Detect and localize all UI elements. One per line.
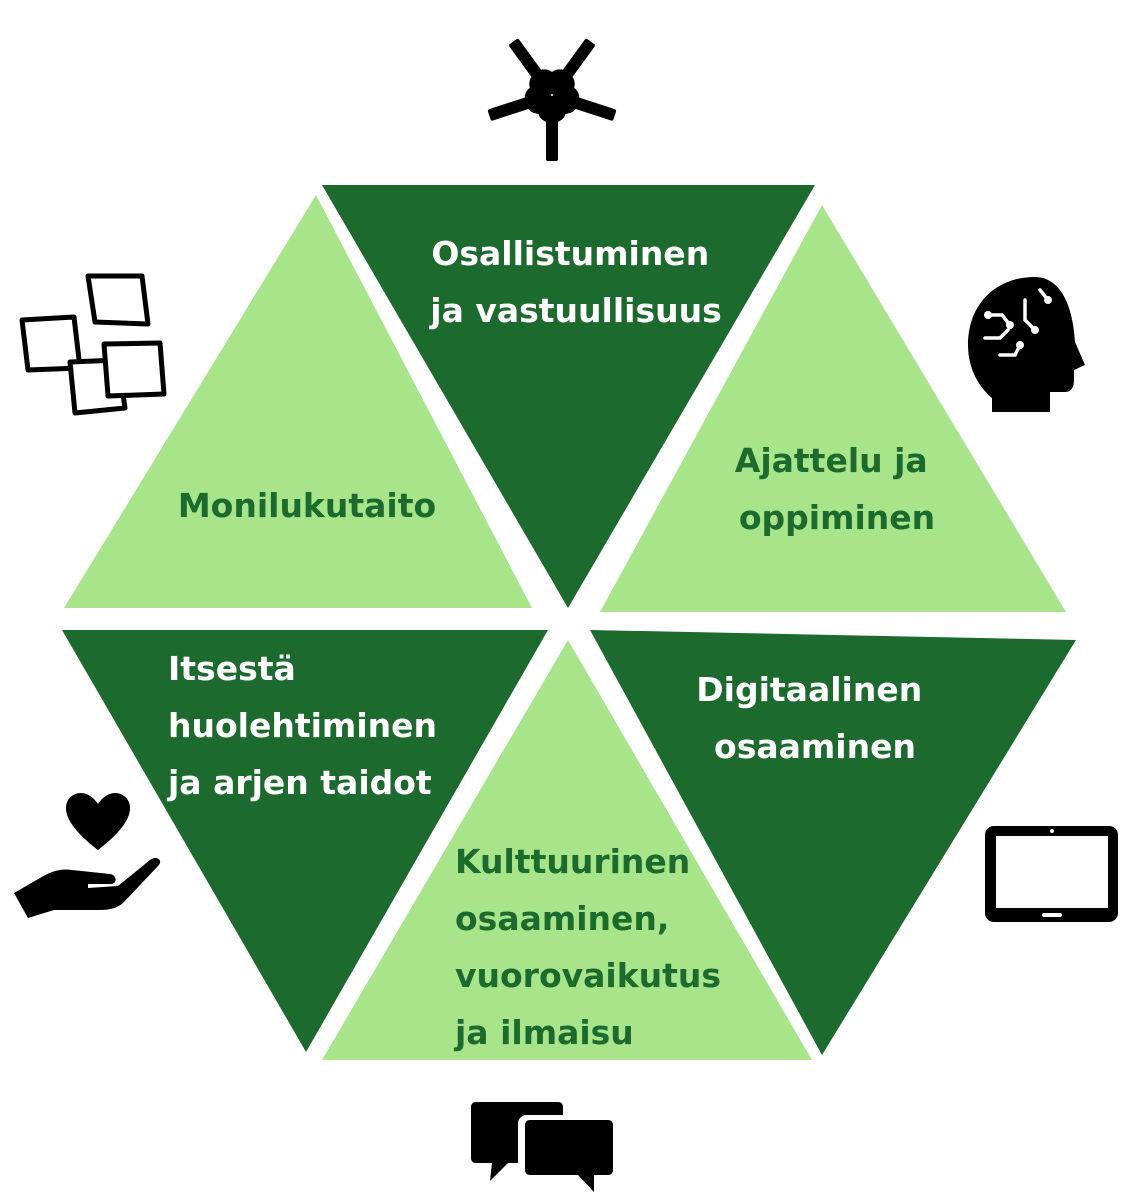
segment-bottom-line-2: osaaminen,	[455, 899, 669, 938]
speech-bubbles-icon	[471, 1102, 618, 1196]
segment-bottom-right-line-2: osaaminen	[714, 727, 916, 766]
segment-top-right-line-2: oppiminen	[739, 498, 935, 537]
segment-top-line-2: ja vastuullisuus	[428, 291, 721, 330]
segment-bottom-right-triangle	[590, 630, 1076, 1055]
brain-head-icon	[968, 277, 1085, 412]
segment-top-left-triangle	[64, 195, 532, 608]
segment-bottom-right-line-1: Digitaalinen	[696, 670, 922, 709]
tablet-icon	[985, 826, 1118, 922]
segment-bottom-triangle	[322, 640, 812, 1060]
segment-top-line-1: Osallistuminen	[431, 234, 709, 273]
segment-bottom-left-line-3: ja arjen taidot	[166, 763, 432, 802]
segment-top-left-line-1: Monilukutaito	[178, 486, 436, 525]
segment-top-label: Osallistuminen ja vastuullisuus	[428, 234, 721, 330]
segment-top-right-line-1: Ajattelu ja	[735, 441, 928, 480]
hands-together-icon	[484, 27, 623, 161]
segment-bottom-right-label: Digitaalinen osaaminen	[696, 670, 933, 766]
segment-top-right-triangle	[600, 205, 1066, 612]
segment-top-left-label: Monilukutaito	[178, 486, 436, 525]
segment-top-triangle	[322, 185, 815, 608]
heart-in-hand-icon	[14, 793, 161, 918]
segment-bottom-left-line-1: Itsestä	[168, 649, 296, 688]
segment-bottom-line-1: Kulttuurinen	[455, 842, 690, 881]
segment-bottom-left-label: Itsestä huolehtiminen ja arjen taidot	[166, 649, 449, 802]
sticky-notes-icon	[19, 273, 167, 416]
segment-top-right-label: Ajattelu ja oppiminen	[735, 441, 939, 537]
segment-bottom-line-3: vuorovaikutus	[455, 956, 721, 995]
segment-bottom-left-line-2: huolehtiminen	[168, 706, 437, 745]
segment-bottom-label: Kulttuurinen osaaminen, vuorovaikutus ja…	[453, 842, 733, 1052]
segment-bottom-left-triangle	[62, 630, 548, 1052]
segment-bottom-line-4: ja ilmaisu	[453, 1013, 634, 1052]
